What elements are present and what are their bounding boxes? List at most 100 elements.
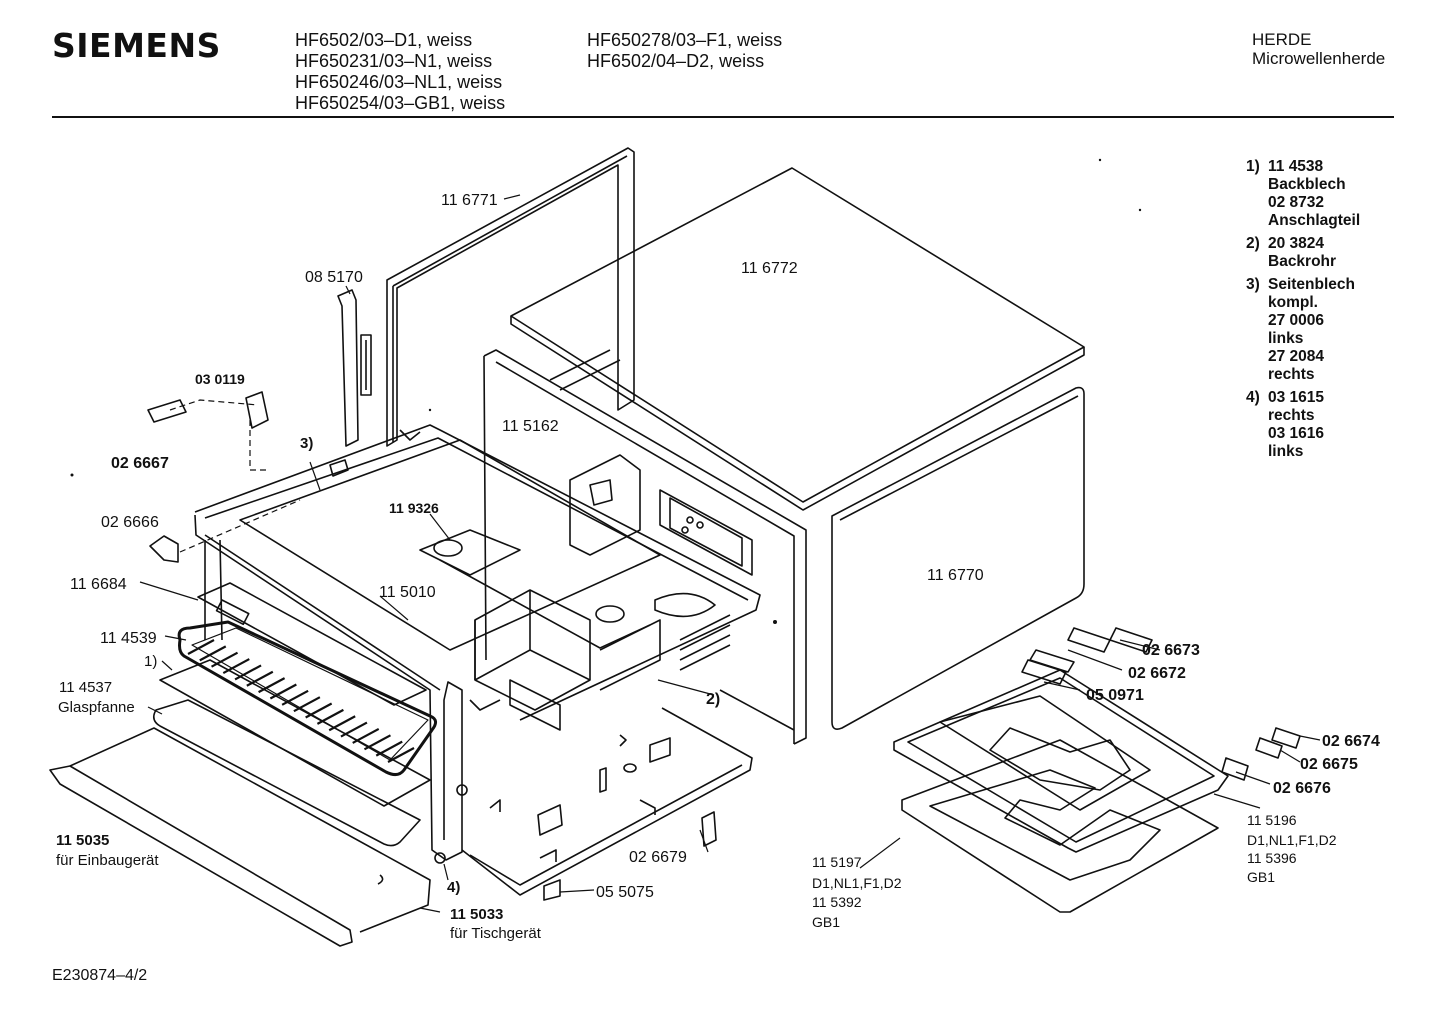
note-line: 03 1615 <box>1268 389 1325 406</box>
label-030119: 03 0119 <box>195 371 245 387</box>
label-026667: 02 6667 <box>111 455 169 472</box>
model-line: HF6502/04–D2, weiss <box>587 51 765 71</box>
label-114537: 11 4537 <box>59 679 112 696</box>
rack-bar <box>328 715 356 732</box>
note-line: 20 3824 <box>1268 235 1325 252</box>
leader-lines <box>139 194 1321 913</box>
label-115035: 11 5035 <box>56 832 109 849</box>
rack-bar <box>187 639 215 655</box>
rack-bar <box>375 740 403 757</box>
model-line: HF650254/03–GB1, weiss <box>295 93 506 113</box>
top-cover-part <box>510 167 1085 511</box>
hinge-part <box>147 391 1301 901</box>
drawing-code: E230874–4/2 <box>52 967 148 984</box>
tray-assembly-part <box>893 669 1229 913</box>
note-line: links <box>1268 330 1304 347</box>
label-115197-variants: D1,NL1,F1,D2 <box>812 875 902 891</box>
rack-bar <box>234 664 262 681</box>
note-line: rechts <box>1268 407 1315 424</box>
label-115010: 11 5010 <box>379 584 436 601</box>
label-114539: 11 4539 <box>100 630 157 647</box>
note-line: 11 4538 <box>1268 158 1324 175</box>
note-number: 3) <box>1246 276 1260 293</box>
rack-bar <box>281 689 309 706</box>
front-frame-part <box>194 514 463 864</box>
grill-rack-part <box>159 639 431 807</box>
label-026679: 02 6679 <box>629 849 687 866</box>
note-3: 3) Seitenblech kompl. 27 0006 links 27 2… <box>1246 276 1360 384</box>
oven-cavity-part <box>194 424 761 731</box>
bottom-plate-part <box>456 707 753 896</box>
dots <box>70 158 1142 624</box>
rack-bar <box>340 721 368 738</box>
model-line: HF650278/03–F1, weiss <box>587 30 783 50</box>
category: HERDE Microwellenherde <box>1252 30 1385 68</box>
label-116684: 11 6684 <box>70 576 127 593</box>
label-einbau: für Einbaugerät <box>56 852 159 869</box>
label-ref3: 3) <box>300 435 313 452</box>
note-line: Backblech <box>1268 176 1346 193</box>
label-115162: 11 5162 <box>502 418 559 435</box>
label-026673: 02 6673 <box>1142 642 1200 659</box>
side-panel-part <box>831 386 1085 730</box>
model-line: HF6502/03–D1, weiss <box>295 30 473 50</box>
note-number: 2) <box>1246 235 1260 252</box>
model-line: HF650246/03–NL1, weiss <box>295 72 503 92</box>
model-list-2: HF650278/03–F1, weiss HF6502/04–D2, weis… <box>587 30 782 72</box>
rack-bar <box>305 702 333 719</box>
label-ref4: 4) <box>447 879 460 896</box>
label-026674: 02 6674 <box>1322 733 1380 750</box>
label-116771: 11 6771 <box>441 192 498 209</box>
rack-bar <box>363 734 391 751</box>
rack-bar <box>199 645 227 662</box>
note-2: 2) 20 3824 Backrohr <box>1246 235 1360 271</box>
label-tisch: für Tischgerät <box>450 925 542 942</box>
note-line: 02 8732 <box>1268 194 1325 211</box>
label-026672: 02 6672 <box>1128 665 1186 682</box>
front-trim-part <box>49 727 431 947</box>
brand-logo: SIEMENS <box>52 26 221 65</box>
note-line: kompl. <box>1268 294 1318 311</box>
label-115196: 11 5196 <box>1247 812 1297 828</box>
note-line: Seitenblech <box>1268 276 1355 293</box>
note-line: Anschlagteil <box>1268 212 1361 229</box>
label-055075: 05 5075 <box>596 884 654 901</box>
note-line: links <box>1268 443 1304 460</box>
label-115033: 11 5033 <box>450 906 503 923</box>
label-gb1-left: GB1 <box>812 914 840 930</box>
label-ref2: 2) <box>706 691 720 708</box>
note-line: rechts <box>1268 366 1315 383</box>
label-115196-variants: D1,NL1,F1,D2 <box>1247 832 1337 848</box>
rack-bar <box>293 696 321 713</box>
category-line: Microwellenherde <box>1252 49 1386 68</box>
label-026675: 02 6675 <box>1300 756 1358 773</box>
label-026676: 02 6676 <box>1273 780 1331 797</box>
label-119326: 11 9326 <box>389 500 439 516</box>
label-116772: 11 6772 <box>741 260 798 277</box>
model-line: HF650231/03–N1, weiss <box>295 51 493 71</box>
note-4: 4) 03 1615 rechts 03 1616 links <box>1246 389 1360 461</box>
note-line: 03 1616 <box>1268 425 1325 442</box>
rack-bar <box>246 670 274 687</box>
rack-bar <box>269 683 297 700</box>
category-line: HERDE <box>1252 30 1312 49</box>
note-line: 27 0006 <box>1268 312 1325 329</box>
label-glaspfanne: Glaspfanne <box>58 699 135 716</box>
note-1: 1) 11 4538 Backblech 02 8732 Anschlagtei… <box>1246 158 1360 230</box>
back-frame-part <box>386 147 635 447</box>
note-number: 1) <box>1246 158 1260 175</box>
model-list-1: HF6502/03–D1, weiss HF650231/03–N1, weis… <box>295 30 505 114</box>
notes-legend: 1) 11 4538 Backblech 02 8732 Anschlagtei… <box>1246 158 1360 466</box>
note-line: 27 2084 <box>1268 348 1325 365</box>
cabinet-body-part <box>483 349 807 745</box>
label-116770: 11 6770 <box>927 567 984 584</box>
rack-bar <box>258 677 286 694</box>
label-115197: 11 5197 <box>812 854 862 870</box>
label-gb1-right: GB1 <box>1247 869 1275 885</box>
label-115396: 11 5396 <box>1247 850 1297 866</box>
side-rail-part <box>337 289 372 447</box>
label-026666: 02 6666 <box>101 514 159 531</box>
label-ref1: 1) <box>144 653 157 670</box>
